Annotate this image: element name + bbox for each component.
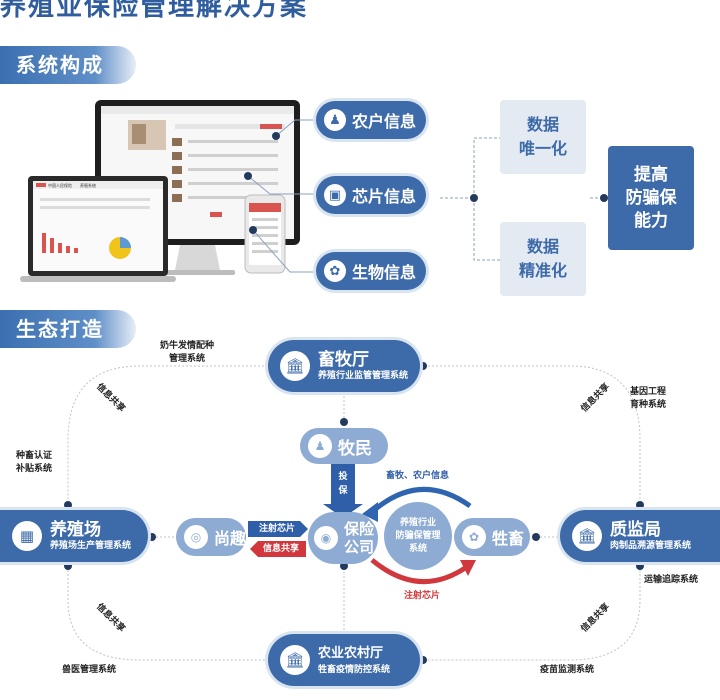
- farmer-icon: ♟: [324, 109, 346, 131]
- node-husbandry-dept-subtitle: 养殖行业监管管理系统: [318, 370, 409, 381]
- section-tag-ecology: 生态打造: [0, 310, 136, 348]
- laptop-base: [20, 276, 176, 282]
- arrow-label-invest: 投 保: [338, 472, 348, 496]
- node-agriculture-dept-subtitle: 牲畜疫情防控系统: [318, 664, 391, 675]
- pill-farmer-info: ♟ 农户信息: [316, 101, 426, 139]
- label-gene-system: 基因工程 育种系统: [630, 387, 667, 410]
- government-building-icon: 🏛: [572, 521, 602, 551]
- pill-chip-info-label: 芯片信息: [352, 187, 417, 206]
- box-data-precise: 数据 精准化: [500, 222, 586, 296]
- node-agriculture-dept: 🏛 农业农村厅 牲畜疫情防控系统: [268, 634, 420, 686]
- label-transport-system: 运输追踪系统: [644, 575, 699, 585]
- node-herder-label: 牧民: [338, 438, 372, 459]
- center-system-circle: 养殖行业 防骗保管理 系统: [384, 502, 452, 570]
- node-husbandry-dept: 🏛 畜牧厅 养殖行业监管管理系统: [268, 340, 420, 392]
- node-farm: ▦ 养殖场 养殖场生产管理系统: [0, 510, 148, 562]
- laptop-brand-text: 中国人民保险: [48, 182, 72, 188]
- page-title: 养殖业保险管理解决方案: [0, 0, 309, 22]
- label-breed-system: 种畜认证 补贴系统: [16, 451, 53, 474]
- device-mockup-illustration: 中国人民保险 养殖系统: [20, 100, 300, 282]
- target-icon: ◎: [184, 525, 208, 549]
- node-quality-bureau-subtitle: 肉制品溯源管理系统: [610, 540, 692, 551]
- pill-farmer-info-label: 农户信息: [352, 112, 417, 131]
- pill-bio-info: ✿ 生物信息: [316, 252, 426, 290]
- node-quality-bureau-title: 质监局: [610, 519, 661, 540]
- insurance-icon: ◉: [314, 526, 338, 550]
- label-vaccine-system: 疫苗监测系统: [540, 665, 595, 675]
- government-building-icon: 🏛: [280, 645, 310, 675]
- node-shangqu: ◎ 尚趣: [176, 518, 246, 556]
- arrow-label-share-info: 信息共享: [262, 544, 299, 554]
- laptop-screen: [33, 181, 163, 271]
- box-data-unique: 数据 唯一化: [500, 100, 586, 174]
- node-agriculture-dept-title: 农业农村厅: [318, 645, 384, 661]
- farm-building-icon: ▦: [12, 521, 42, 551]
- box-result: 提高 防骗保 能力: [608, 146, 694, 250]
- pill-chip-info: ▣ 芯片信息: [316, 176, 426, 214]
- node-livestock-label: 牲畜: [492, 529, 525, 548]
- node-herder: ♟ 牧民: [300, 428, 388, 464]
- node-insurance-company-label: 保险 公司: [344, 520, 375, 556]
- chip-icon: ▣: [324, 184, 346, 206]
- government-building-icon: 🏛: [280, 351, 310, 381]
- arrow-label-inject-chip: 注射芯片: [258, 524, 295, 534]
- monitor-stand: [175, 245, 220, 270]
- node-quality-bureau: 🏛 质监局 肉制品溯源管理系统: [560, 510, 720, 562]
- node-husbandry-dept-title: 畜牧厅: [318, 349, 369, 370]
- label-vet-system: 兽医管理系统: [62, 665, 117, 675]
- node-insurance-company: ◉ 保险 公司: [308, 512, 378, 564]
- node-shangqu-label: 尚趣: [214, 529, 247, 548]
- system-connectors: [244, 119, 608, 273]
- biometric-icon: ✿: [324, 260, 346, 282]
- section-tag-system: 系统构成: [0, 46, 136, 84]
- laptop-tab-text: 养殖系统: [80, 182, 96, 188]
- label-dairy-system: 奶牛发情配种 管理系统: [160, 341, 215, 364]
- node-farm-title: 养殖场: [50, 519, 101, 540]
- arrow-label-herd-info: 畜牧、农户信息: [386, 471, 450, 481]
- herder-icon: ♟: [308, 434, 332, 458]
- pill-bio-info-label: 生物信息: [352, 263, 417, 282]
- arrow-label-inject-chip-bottom: 注射芯片: [404, 591, 441, 601]
- node-livestock: ✿ 牲畜: [454, 518, 530, 556]
- livestock-icon: ✿: [462, 525, 486, 549]
- node-farm-subtitle: 养殖场生产管理系统: [50, 540, 132, 551]
